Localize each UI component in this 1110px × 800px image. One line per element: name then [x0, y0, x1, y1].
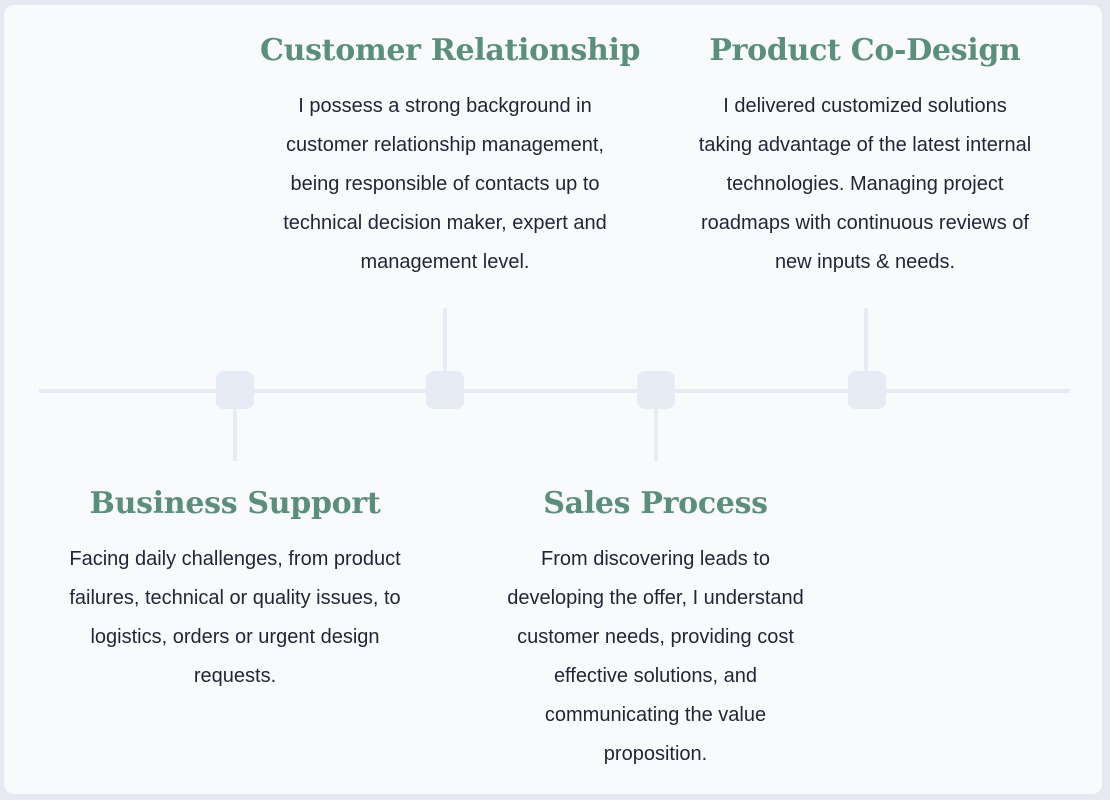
item-description: I possess a strong background in custome… [283, 95, 607, 273]
connector-business-support [233, 405, 237, 461]
item-title: Customer Relationship [260, 33, 641, 68]
item-description: I delivered customized solutions taking … [698, 95, 1032, 273]
timeline-item-business-support: Business Support Facing daily challenges… [50, 484, 420, 696]
timeline-node-2 [426, 371, 464, 409]
timeline-item-product-co-design: Product Co-Design I delivered customized… [690, 31, 1040, 282]
connector-sales-process [654, 405, 658, 461]
connector-product-co-design [864, 308, 868, 374]
timeline-item-customer-relationship: Customer Relationship I possess a strong… [260, 31, 641, 282]
item-description: From discovering leads to developing the… [507, 548, 804, 765]
timeline-node-1 [216, 371, 254, 409]
timeline-item-sales-process: Sales Process From discovering leads to … [483, 484, 828, 774]
item-description: Facing daily challenges, from product fa… [69, 548, 401, 687]
timeline-node-4 [848, 371, 886, 409]
item-title: Business Support [89, 486, 381, 521]
timeline-line [39, 389, 1070, 393]
item-title: Product Co-Design [709, 33, 1021, 68]
timeline-node-3 [637, 371, 675, 409]
item-title: Sales Process [543, 486, 768, 521]
timeline-card: Customer Relationship I possess a strong… [4, 5, 1102, 794]
connector-customer-relationship [443, 308, 447, 374]
